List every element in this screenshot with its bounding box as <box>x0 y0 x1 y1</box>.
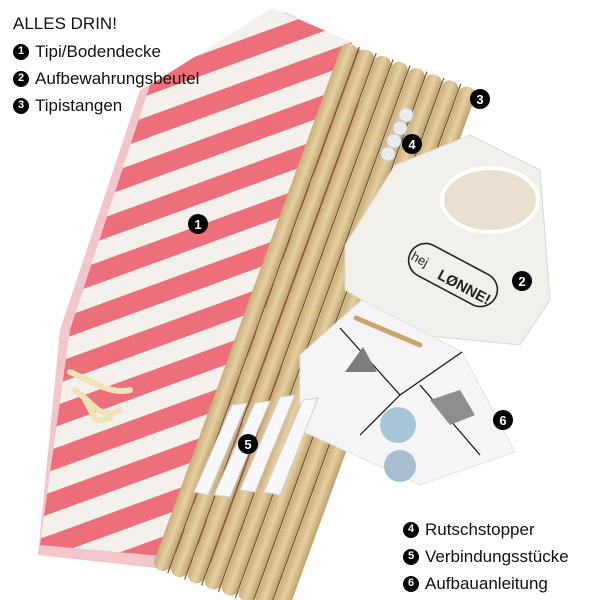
legend-item: 6 Aufbauanleitung <box>403 570 569 597</box>
legend-label: Tipistangen <box>35 96 123 115</box>
legend-label: Tipi/Bodendecke <box>35 42 162 61</box>
rubber-stoppers <box>380 107 414 162</box>
instruction-sheet <box>299 299 516 486</box>
legend-bottom: 4 Rutschstopper 5 Verbindungsstücke 6 Au… <box>403 516 569 597</box>
number-badge-icon: 4 <box>403 521 419 538</box>
number-badge-icon: 3 <box>13 97 29 114</box>
legend-item: 2 Aufbewahrungsbeutel <box>13 65 199 92</box>
legend-item: 5 Verbindungsstücke <box>403 543 569 570</box>
marker-3: 3 <box>470 89 490 109</box>
legend-label: Verbindungsstücke <box>425 547 569 566</box>
bag-logo-small: hej <box>409 248 431 269</box>
legend-top: ALLES DRIN! 1 Tipi/Bodendecke 2 Aufbewah… <box>13 10 199 119</box>
storage-bag <box>344 134 551 346</box>
legend-label: Aufbauanleitung <box>425 574 548 593</box>
marker-5: 5 <box>238 434 258 454</box>
legend-label: Aufbewahrungsbeutel <box>35 69 200 88</box>
marker-4: 4 <box>402 134 422 154</box>
marker-2: 2 <box>512 271 532 291</box>
marker-6: 6 <box>493 410 513 430</box>
legend-title: ALLES DRIN! <box>13 14 117 33</box>
number-badge-icon: 2 <box>13 70 29 87</box>
legend-item: 1 Tipi/Bodendecke <box>13 38 199 65</box>
number-badge-icon: 1 <box>13 43 29 60</box>
legend-item: 4 Rutschstopper <box>403 516 569 543</box>
legend-label: Rutschstopper <box>425 520 535 539</box>
legend-item: 3 Tipistangen <box>13 92 199 119</box>
number-badge-icon: 5 <box>403 548 419 565</box>
marker-1: 1 <box>188 214 208 234</box>
number-badge-icon: 6 <box>403 575 419 592</box>
